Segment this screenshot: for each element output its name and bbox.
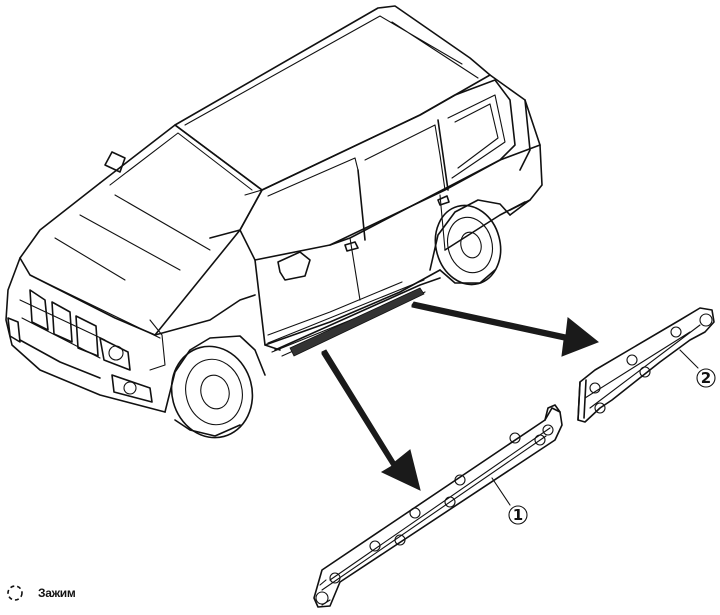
arrow-to-part-1 [321,349,421,491]
callout-2-label: 2 [701,369,711,387]
callout-2: 2 [679,349,716,388]
legend-label: Зажим [38,586,76,600]
arrow-to-part-2 [411,301,599,357]
callout-1-label: 1 [513,506,523,524]
part-2-bracket [577,307,715,423]
callout-1: 1 [491,477,528,525]
vehicle-illustration [5,5,543,439]
part-1-bracket [313,404,563,608]
clip-icon [7,585,23,601]
legend: Зажим [4,582,76,604]
